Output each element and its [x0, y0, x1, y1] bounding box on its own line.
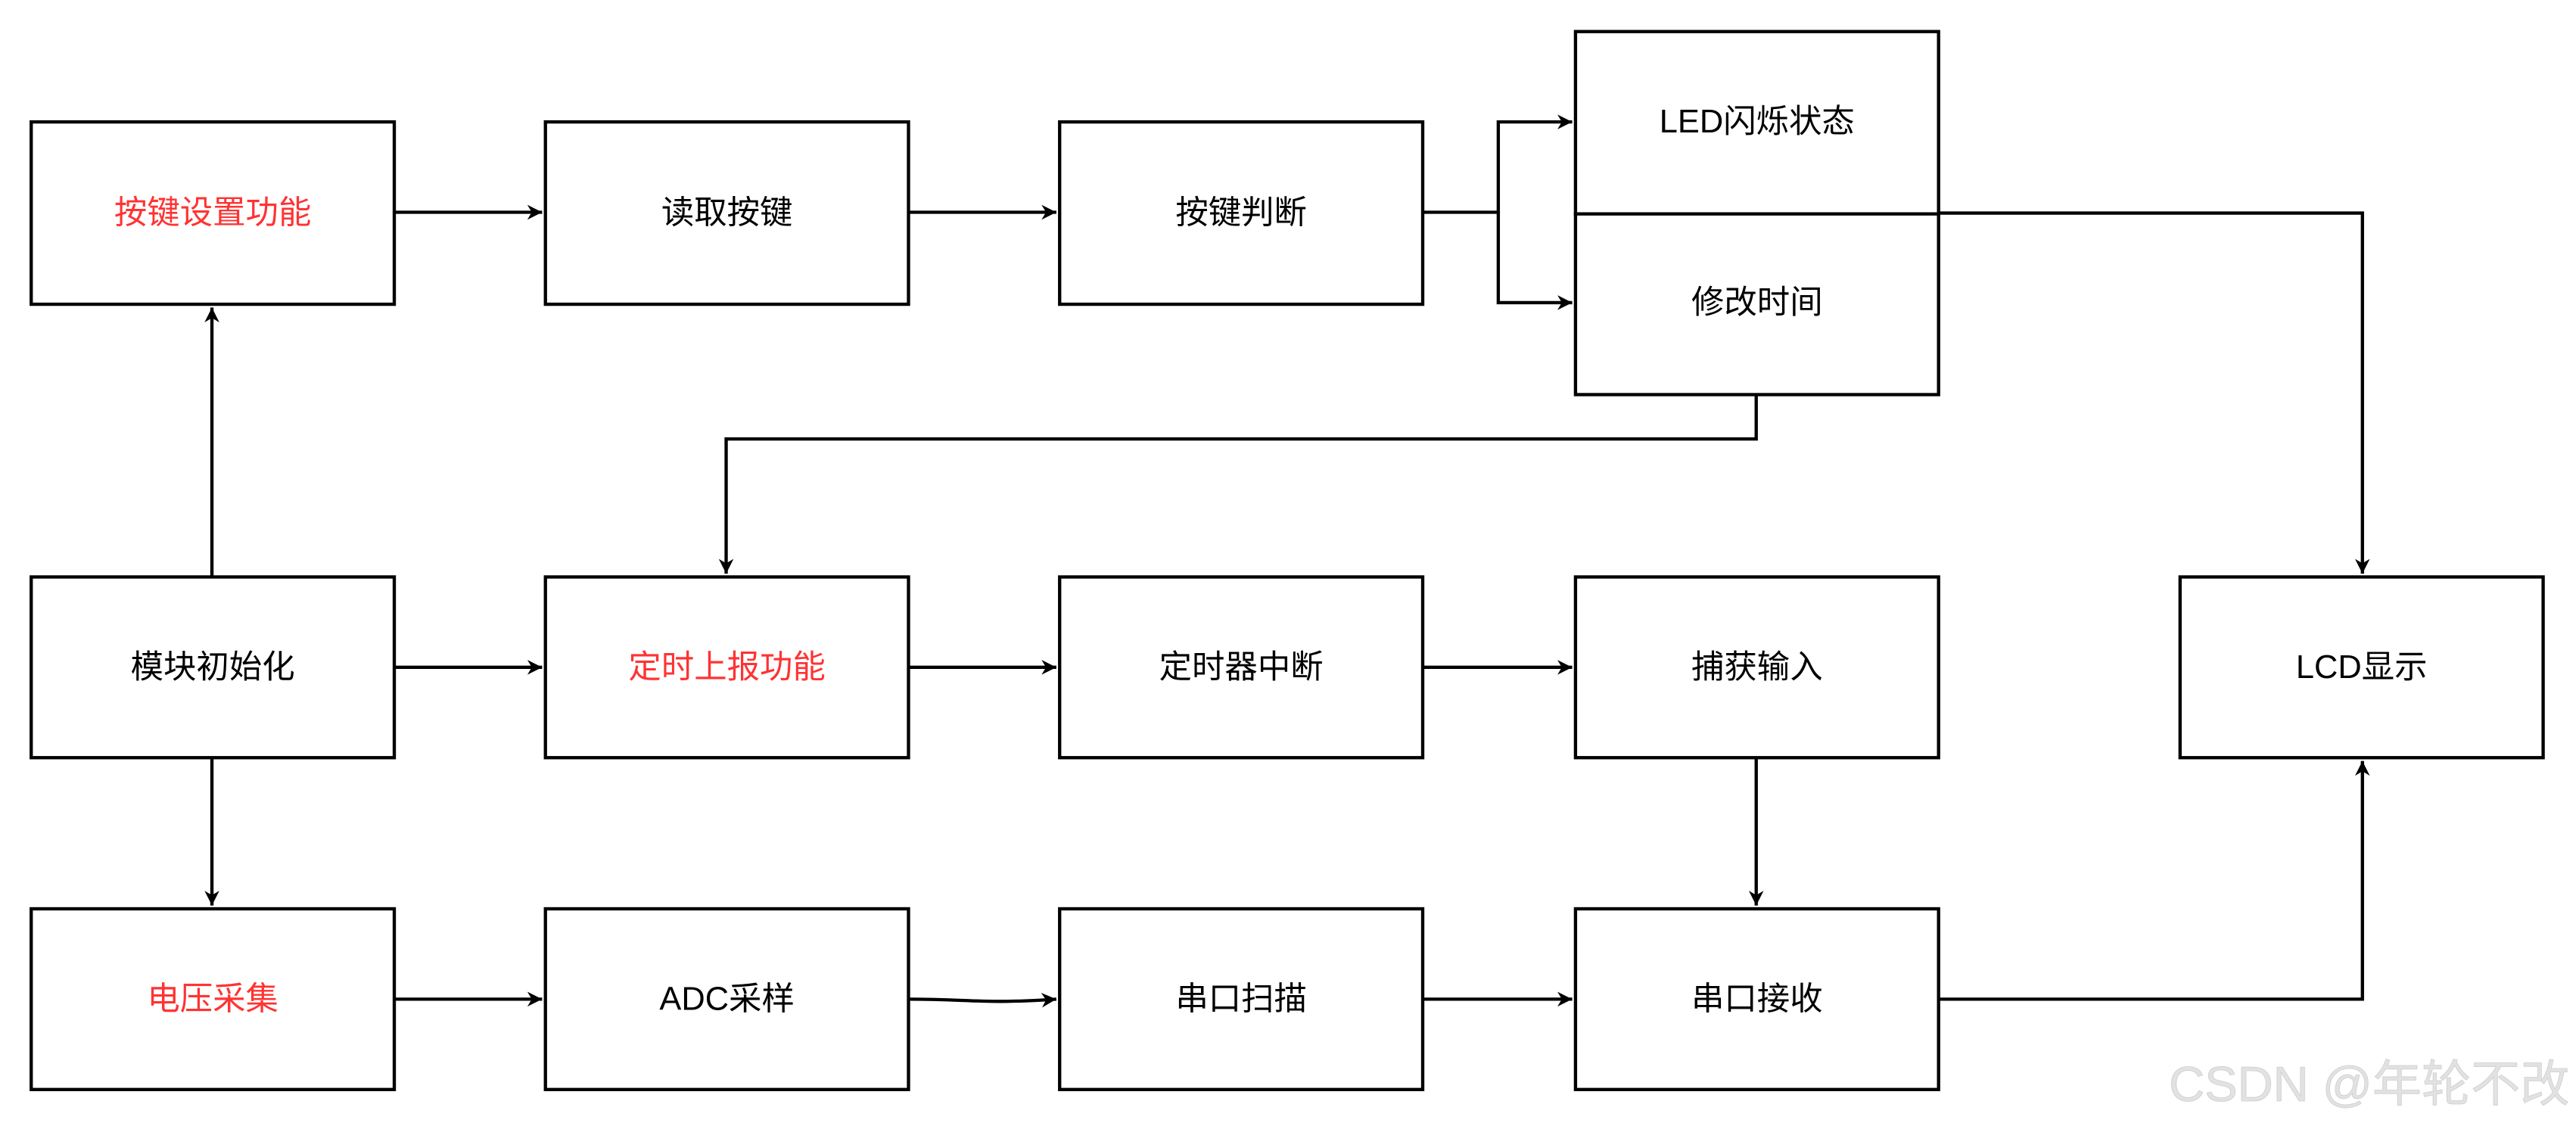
edges	[204, 114, 2370, 1008]
node-timer-report: 定时上报功能	[543, 575, 910, 760]
node-label: 读取按键	[661, 195, 793, 232]
edge-led-to-lcd	[1938, 211, 2370, 574]
watermark: CSDN @年轮不改	[2169, 1056, 2569, 1112]
node-label: 串口扫描	[1175, 981, 1307, 1017]
node-label: 定时上报功能	[628, 649, 825, 686]
node-label: 模块初始化	[131, 649, 295, 686]
node-uart-scan: 串口扫描	[1058, 907, 1425, 1091]
node-voltage-collect: 电压采集	[30, 907, 397, 1091]
node-modify-time: 修改时间	[1573, 212, 1940, 397]
node-led-blink: LED闪烁状态	[1573, 30, 1940, 216]
node-label: LED闪烁状态	[1660, 104, 1855, 140]
node-module-init: 模块初始化	[30, 575, 397, 760]
edge-adc-to-uart-scan	[908, 992, 1057, 1008]
node-label: 捕获输入	[1691, 649, 1823, 686]
node-adc-sample: ADC采样	[543, 907, 910, 1091]
node-capture-input: 捕获输入	[1573, 575, 1940, 760]
node-label: 定时器中断	[1159, 649, 1324, 686]
edge-key-judge-to-led	[1423, 114, 1573, 214]
edge-uart-receive-to-lcd	[1938, 761, 2370, 1001]
node-label: 按键判断	[1175, 195, 1307, 232]
node-label: 修改时间	[1691, 285, 1823, 321]
edge-modify-time-to-timer-report	[718, 394, 1758, 574]
node-label: 串口接收	[1691, 981, 1823, 1017]
node-read-key: 读取按键	[543, 120, 910, 306]
node-key-judge: 按键判断	[1058, 120, 1425, 306]
edge-key-judge-to-modify-time	[1496, 212, 1573, 310]
node-label: LCD显示	[2296, 649, 2428, 686]
node-label: 按键设置功能	[114, 195, 311, 232]
node-timer-interrupt: 定时器中断	[1058, 575, 1425, 760]
node-lcd-display: LCD显示	[2178, 575, 2545, 760]
node-label: ADC采样	[659, 981, 794, 1017]
node-uart-receive: 串口接收	[1573, 907, 1940, 1091]
node-label: 电压采集	[147, 981, 278, 1017]
node-key-setting: 按键设置功能	[30, 120, 397, 306]
